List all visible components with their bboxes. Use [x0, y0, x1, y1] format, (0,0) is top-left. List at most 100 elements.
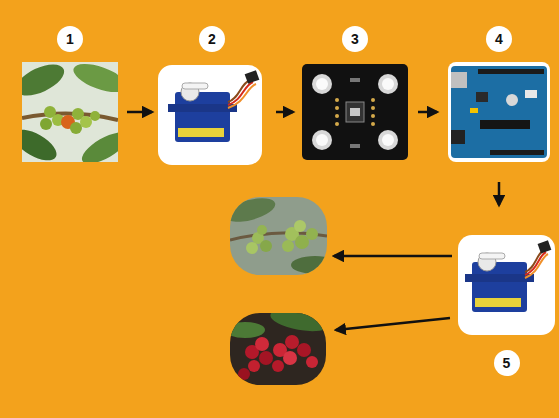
- green-cherries-photo-part: [230, 197, 278, 226]
- color-sensor: [302, 64, 408, 160]
- arduino-board-part: [451, 66, 547, 158]
- red-cherries-photo-part: [272, 360, 284, 372]
- sorting-arrow: [334, 256, 452, 330]
- green-cherries-photo-part: [257, 225, 267, 235]
- red-cherries-photo-part: [259, 351, 273, 365]
- color-sensor-part: [378, 130, 398, 150]
- arduino-board-part: [470, 108, 478, 113]
- color-sensor-part: [335, 98, 339, 102]
- color-sensor-part: [335, 122, 339, 126]
- callout-number: 3: [342, 26, 368, 52]
- color-sensor-part: [382, 134, 394, 146]
- color-sensor-part: [350, 144, 360, 148]
- color-sensor-part: [378, 74, 398, 94]
- color-sensor-part: [350, 78, 360, 82]
- servo-motor-part: [175, 92, 230, 142]
- coffee-photo-part: [90, 111, 100, 121]
- servo-motor: [158, 65, 262, 165]
- arduino-board-part: [480, 120, 530, 129]
- flow-arrow: [498, 182, 501, 205]
- arduino-board: [448, 62, 550, 162]
- coffee-photo-part: [22, 123, 61, 162]
- servo-motor-part: [475, 298, 521, 307]
- color-sensor-part: [312, 74, 332, 94]
- color-sensor-part: [371, 98, 375, 102]
- callout-number: 2: [199, 26, 225, 52]
- red-cherries-photo-part: [238, 368, 250, 380]
- arduino-board-part: [478, 69, 544, 74]
- color-sensor-part: [335, 114, 339, 118]
- color-sensor-part: [382, 78, 394, 90]
- arduino-board-part: [451, 130, 465, 144]
- green-cherries-photo-part: [282, 240, 294, 252]
- green-cherries-photo-part: [306, 228, 318, 240]
- flow-arrow: [127, 111, 152, 114]
- step-node: 1: [22, 26, 118, 164]
- coffee-photo-part: [80, 116, 92, 128]
- step-node: 5: [458, 235, 555, 376]
- servo-motor: [458, 235, 555, 335]
- coffee-photo-part: [70, 122, 82, 134]
- red-cherries-photo-part: [283, 351, 297, 365]
- red-cherries-photo-part: [306, 356, 318, 368]
- sorting-arrow-part: [334, 255, 452, 258]
- green-cherries-photo-part: [246, 242, 258, 254]
- arduino-board-part: [448, 62, 550, 162]
- red-cherries-photo-part: [248, 360, 260, 372]
- coffee-photo-part: [22, 62, 69, 102]
- servo-motor-part: [178, 128, 224, 137]
- green-cherries-photo-part: [294, 220, 306, 232]
- red-cherries-photo-part: [255, 337, 269, 351]
- color-sensor-part: [350, 108, 360, 116]
- callout-number: 4: [486, 26, 512, 52]
- color-sensor-part: [371, 122, 375, 126]
- color-sensor-part: [335, 106, 339, 110]
- color-sensor-part: [371, 106, 375, 110]
- arduino-board-part: [506, 94, 518, 106]
- step-node: 3: [302, 26, 408, 160]
- servo-motor-part: [538, 240, 552, 253]
- green-cherries-photo-part: [291, 256, 327, 274]
- coffee-photo-part: [40, 118, 52, 130]
- arduino-board-part: [476, 92, 488, 102]
- coffee-photo-part: [77, 126, 118, 162]
- servo-motor-part: [525, 254, 548, 278]
- color-sensor-part: [316, 78, 328, 90]
- red-cherries-photo: [230, 313, 326, 385]
- servo-motor-part: [479, 253, 505, 259]
- callout-number: 1: [57, 26, 83, 52]
- arduino-board-part: [525, 90, 537, 98]
- flow-arrow: [276, 111, 293, 114]
- servo-motor-part: [458, 235, 555, 335]
- servo-motor-part: [182, 83, 208, 89]
- servo-motor-part: [228, 84, 256, 108]
- step-node: 4: [448, 26, 550, 162]
- color-sensor-part: [316, 134, 328, 146]
- servo-motor-part: [158, 65, 262, 165]
- red-cherries-photo-part: [230, 322, 265, 338]
- servo-motor-part: [168, 104, 237, 112]
- servo-motor-part: [465, 274, 534, 282]
- callout-number: 5: [494, 350, 520, 376]
- step-node: 2: [160, 26, 264, 165]
- red-cherries-photo-part: [269, 313, 326, 335]
- flow-arrow: [418, 111, 437, 114]
- arduino-board-part: [451, 72, 467, 88]
- servo-motor-part: [472, 262, 527, 312]
- green-cherries-photo: [230, 197, 327, 275]
- coffee-photo-part: [70, 62, 118, 98]
- servo-motor-part: [245, 70, 260, 84]
- sorting-arrow-part: [336, 318, 450, 330]
- color-sensor-part: [346, 102, 364, 122]
- arduino-board-part: [490, 150, 544, 155]
- red-cherries-photo-part: [285, 335, 299, 349]
- color-sensor-part: [302, 64, 408, 160]
- green-cherries-photo-part: [260, 240, 272, 252]
- red-cherries-photo-part: [297, 343, 311, 357]
- color-sensor-part: [312, 130, 332, 150]
- coffee-photo: [22, 62, 118, 162]
- color-sensor-part: [371, 114, 375, 118]
